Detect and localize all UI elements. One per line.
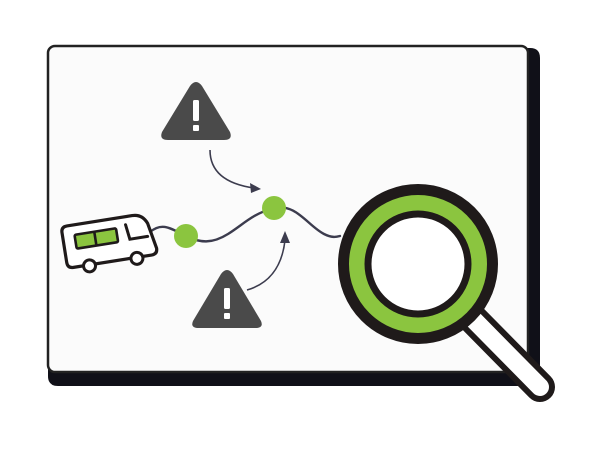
arrow-top xyxy=(209,149,261,193)
bus-icon xyxy=(60,213,159,274)
arrow-bottom xyxy=(246,231,290,291)
waypoint-dot xyxy=(262,196,286,220)
magnifying-glass-icon xyxy=(338,184,555,402)
waypoint-dot xyxy=(174,224,198,248)
warning-icon xyxy=(161,82,231,140)
warning-icon xyxy=(192,270,262,328)
